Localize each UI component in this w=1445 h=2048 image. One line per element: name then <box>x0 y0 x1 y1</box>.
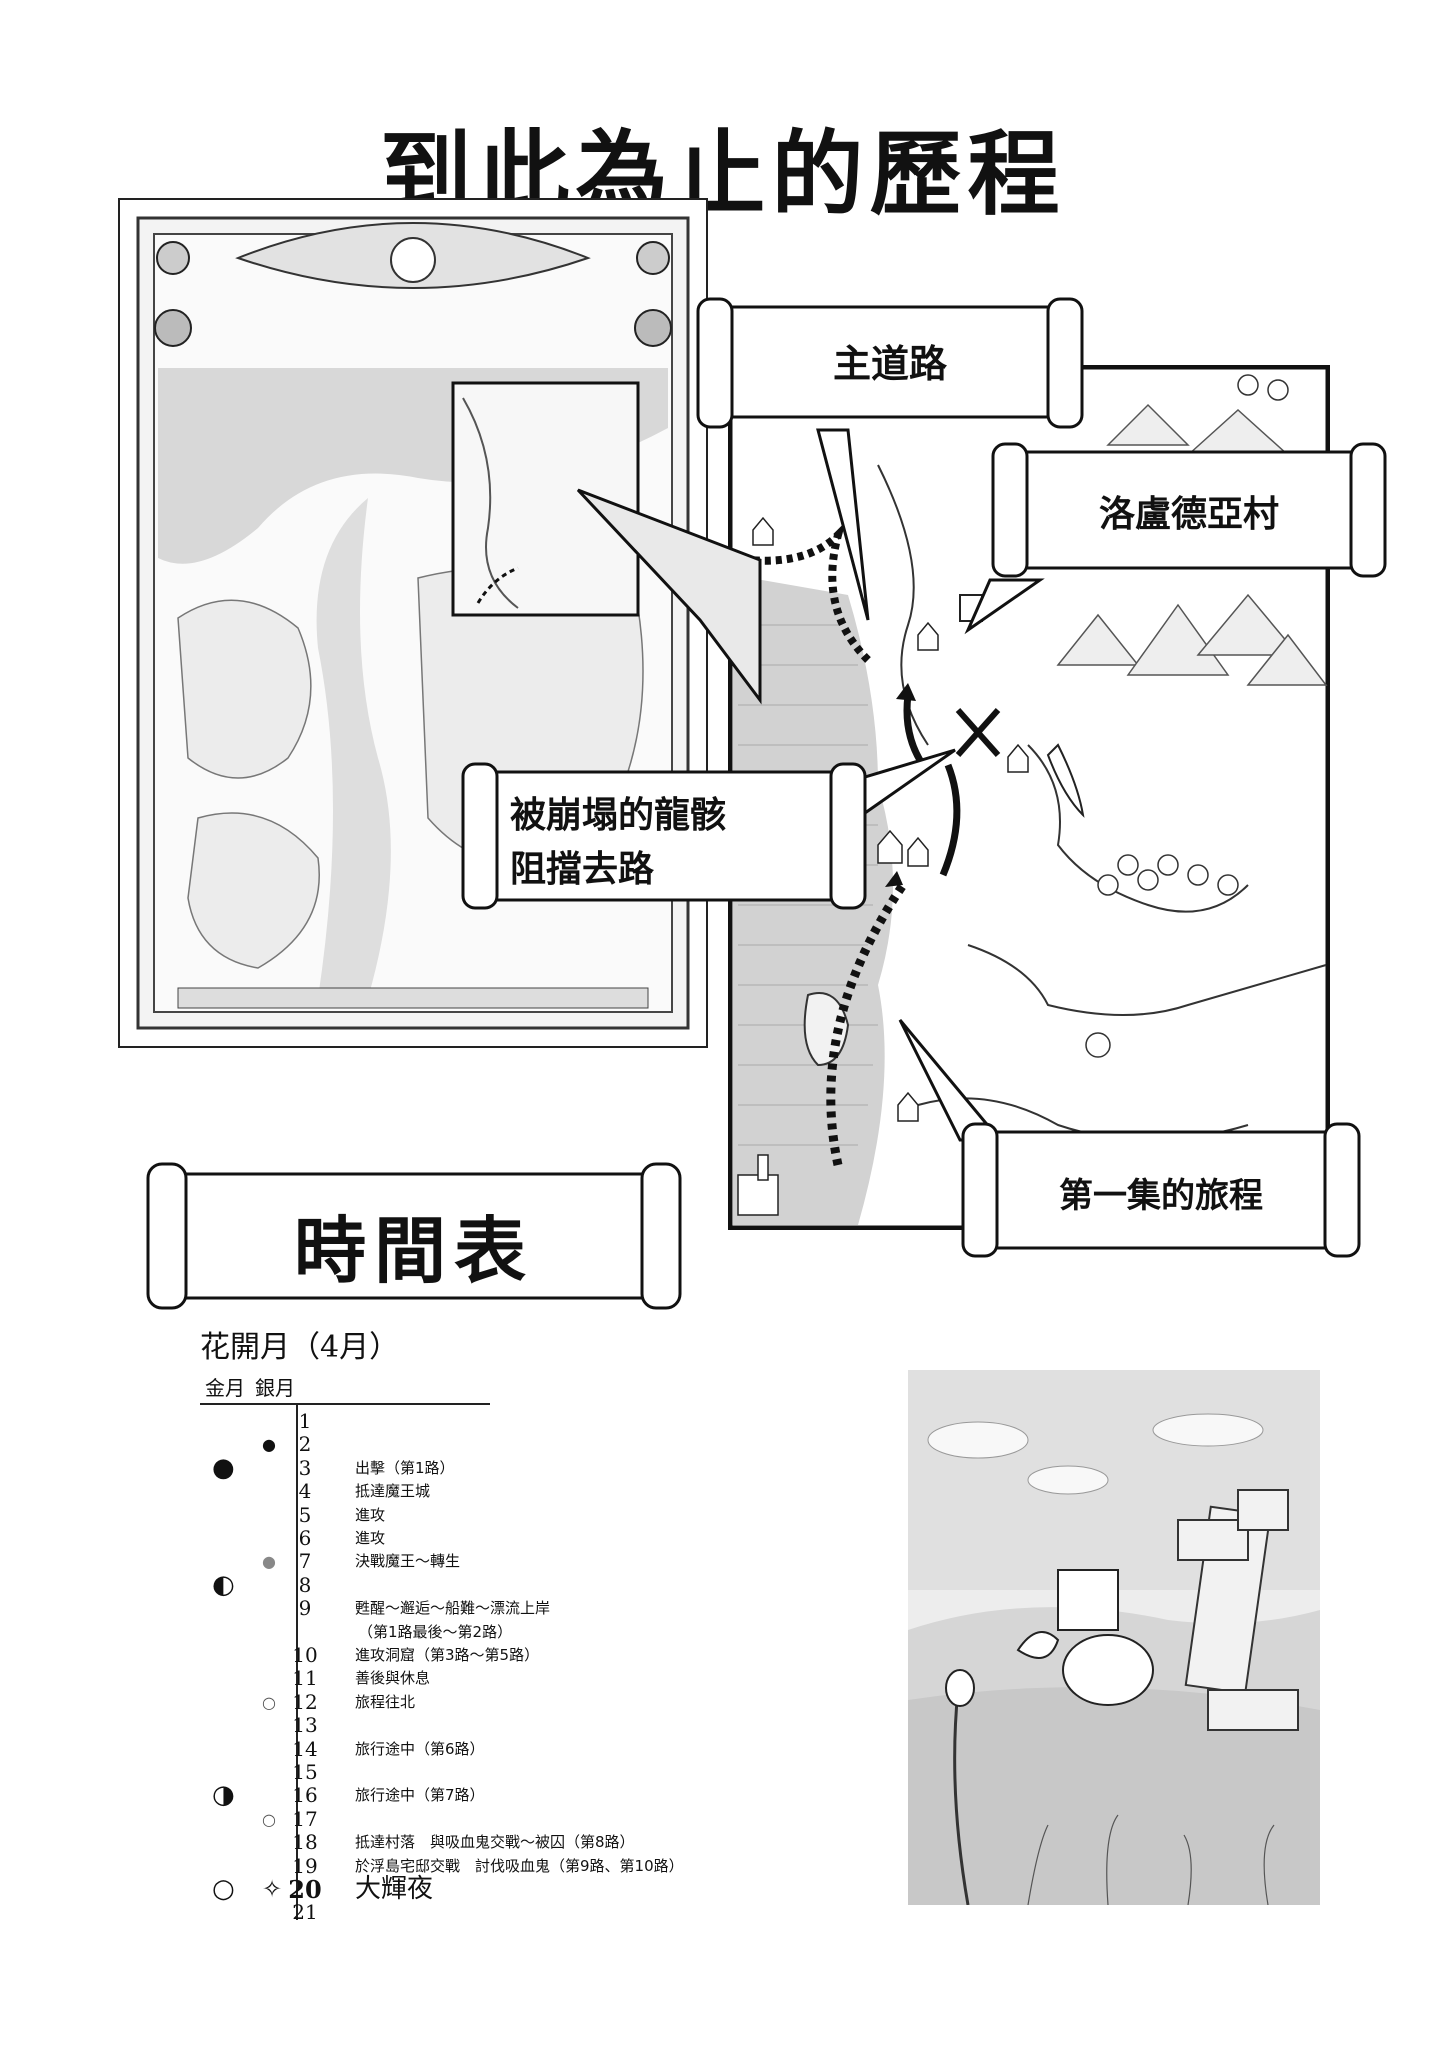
label-first-volume: 第一集的旅程 <box>1059 1176 1263 1216</box>
timetable-day: 14 <box>292 1737 318 1761</box>
timetable-banner-title: 時間表 <box>293 1209 534 1293</box>
timetable-row: 15 <box>0 1761 760 1784</box>
timetable-event: 旅程往北 <box>355 1693 416 1711</box>
scroll-banner-icon <box>961 1122 1361 1258</box>
timetable-day: 2 <box>298 1432 312 1456</box>
scroll-blocked: 被崩塌的龍骸 阻擋去路 <box>455 762 873 910</box>
timetable-event: 甦醒～邂逅～船難～漂流上岸 <box>355 1599 551 1617</box>
column-gold-moon: 金月 <box>205 1376 245 1400</box>
timetable-row: 3 出擊（第1路） ● <box>0 1453 760 1483</box>
timetable-row: 2● <box>0 1433 760 1456</box>
timetable-day: 12 <box>292 1690 318 1714</box>
scroll-banner-icon <box>146 1162 682 1310</box>
timetable-event: 旅行途中（第6路） <box>355 1740 485 1758</box>
timetable-event: 大輝夜 <box>355 1874 434 1904</box>
half-moon-icon: ◐ <box>212 1570 235 1600</box>
timetable-banner: 時間表 <box>140 1162 688 1310</box>
timetable-event: 旅行途中（第7路） <box>355 1786 485 1804</box>
scroll-banner-icon <box>461 762 867 910</box>
timetable-row: 13 <box>0 1714 760 1737</box>
timetable-day: 10 <box>292 1643 318 1667</box>
timetable-event: 善後與休息 <box>355 1669 431 1687</box>
timetable-row: 12 旅程往北 ○ <box>0 1691 760 1714</box>
timetable-day: 18 <box>292 1830 318 1854</box>
timetable-row: 20 大輝夜 ○ ✧ <box>0 1874 760 1904</box>
timetable-row: 11 善後與休息 <box>0 1667 760 1690</box>
timetable-row: 17 ○ <box>0 1808 760 1831</box>
timetable-row: 10 進攻洞窟（第3路～第5路） <box>0 1644 760 1667</box>
label-village: 洛盧德亞村 <box>1098 494 1279 535</box>
label-blocked-line2: 阻擋去路 <box>510 849 655 890</box>
timetable-event: 於浮島宅邸交戰 討伐吸血鬼（第9路、第10路） <box>355 1857 684 1875</box>
timetable-event: 進攻 <box>355 1506 386 1524</box>
timetable-day: 11 <box>292 1666 318 1690</box>
scroll-main-road: 主道路 <box>690 295 1090 430</box>
scroll-village: 洛盧德亞村 <box>985 440 1393 580</box>
illustration-panel <box>908 1370 1320 1905</box>
timetable-vertical-rule <box>296 1405 298 1920</box>
illustration-ruins-scene <box>908 1370 1320 1905</box>
timetable-day: 9 <box>298 1596 312 1620</box>
timetable-day: 6 <box>298 1526 312 1550</box>
timetable-row: 5 進攻 <box>0 1504 760 1527</box>
timetable-day: 5 <box>298 1503 312 1527</box>
scroll-banner-icon <box>991 442 1387 578</box>
label-blocked-line1: 被崩塌的龍骸 <box>510 795 727 836</box>
timetable-row: 21 <box>0 1901 760 1924</box>
column-silver-moon: 銀月 <box>255 1376 295 1400</box>
scroll-banner-icon <box>696 297 1084 429</box>
timetable-row: 16 旅行途中（第7路） ◑ <box>0 1780 760 1810</box>
timetable-day: 13 <box>292 1713 318 1737</box>
timetable-row: 9 甦醒～邂逅～船難～漂流上岸 <box>0 1597 760 1620</box>
timetable-day: 3 <box>298 1456 312 1480</box>
timetable-day: 19 <box>292 1854 318 1878</box>
sparkle-icon: ✧ <box>262 1875 283 1903</box>
timetable-day: 8 <box>298 1573 312 1597</box>
timetable-row: 8◐ <box>0 1570 760 1600</box>
timetable-day: 21 <box>292 1900 318 1924</box>
crescent-icon: ◑ <box>212 1780 235 1810</box>
label-main-road: 主道路 <box>832 342 947 386</box>
blocked-x-icon <box>955 708 1001 757</box>
full-dot-icon: ● <box>262 1435 276 1454</box>
scroll-first-volume: 第一集的旅程 <box>955 1120 1367 1260</box>
new-moon-icon: ● <box>212 1453 235 1483</box>
timetable-row: 4 抵達魔王城 <box>0 1480 760 1503</box>
timetable-row: 6 進攻 <box>0 1527 760 1550</box>
timetable-row: 19 於浮島宅邸交戰 討伐吸血鬼（第9路、第10路） <box>0 1855 760 1878</box>
timetable-event: 進攻 <box>355 1529 386 1547</box>
timetable-event: 抵達村落 與吸血鬼交戰～被囚（第8路） <box>355 1833 635 1851</box>
timetable-day: 7 <box>298 1549 312 1573</box>
timetable-row: 14 旅行途中（第6路） <box>0 1738 760 1761</box>
timetable-day: 20 <box>288 1875 322 1904</box>
timetable-day: 16 <box>292 1783 318 1807</box>
open-dot-icon: ○ <box>262 1693 276 1712</box>
timetable-day: 1 <box>298 1409 312 1433</box>
timetable-day: 4 <box>298 1479 312 1503</box>
timetable-header-rule <box>200 1403 490 1405</box>
timetable-month: 花開月（4月） <box>200 1330 400 1365</box>
timetable-row: 7 決戰魔王～轉生 ● <box>0 1550 760 1573</box>
timetable-row: 18 抵達村落 與吸血鬼交戰～被囚（第8路） <box>0 1831 760 1854</box>
grey-dot-icon: ● <box>262 1552 276 1571</box>
timetable-row: （第1路最後～第2路） <box>0 1621 760 1644</box>
timetable-row: 1 <box>0 1410 760 1433</box>
timetable-event: 進攻洞窟（第3路～第5路） <box>355 1646 540 1664</box>
timetable-day: 15 <box>292 1760 318 1784</box>
open-dot-icon: ○ <box>262 1810 276 1829</box>
timetable-event: 出擊（第1路） <box>355 1459 455 1477</box>
timetable-event: （第1路最後～第2路） <box>358 1623 513 1641</box>
timetable-event: 決戰魔王～轉生 <box>355 1552 461 1570</box>
timetable-day: 17 <box>292 1807 318 1831</box>
full-moon-icon: ○ <box>212 1874 235 1904</box>
timetable-event: 抵達魔王城 <box>355 1482 431 1500</box>
